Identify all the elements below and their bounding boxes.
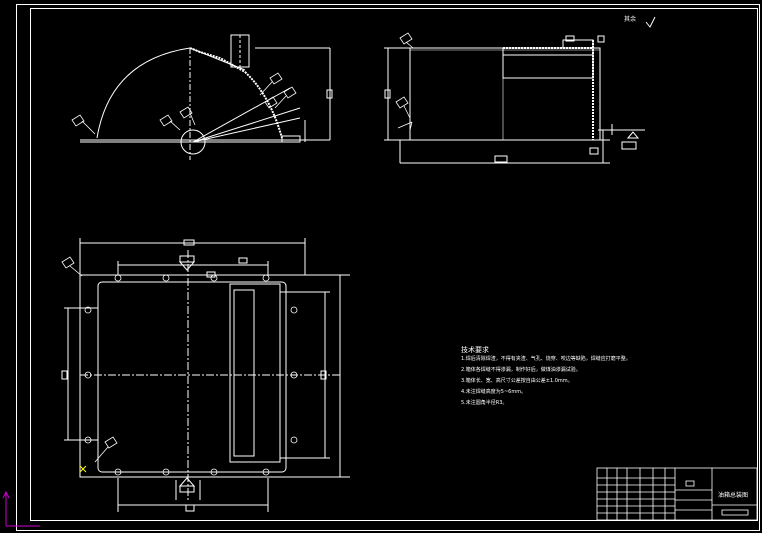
view-arc-section <box>71 34 333 160</box>
sheet-outer-border <box>16 4 760 531</box>
note-line-5: 5.未注圆角半径R3。 <box>461 400 508 406</box>
view-side-elevation <box>384 32 645 164</box>
note-line-3: 3.箱体长、宽、高尺寸公差按自由公差±1.0mm。 <box>461 378 573 384</box>
ucs-axis-icon <box>2 490 40 527</box>
bolt-holes <box>84 274 298 476</box>
surface-finish-symbol <box>645 16 656 28</box>
note-line-1: 1.焊后清除焊渣，不得有夹渣、气孔、烧穿、咬边等缺陷，焊缝应打磨平整。 <box>461 356 629 362</box>
view-plan <box>61 238 350 512</box>
surface-finish-label: 其余 <box>624 16 637 23</box>
ucs-origin-marker <box>79 465 87 473</box>
sheet-inner-frame <box>30 8 758 521</box>
technical-notes: 技术要求 1.焊后清除焊渣，不得有夹渣、气孔、烧穿、咬边等缺陷，焊缝应打磨平整。… <box>461 345 629 411</box>
note-line-4: 4.未注焊缝高度为5~6mm。 <box>461 389 527 395</box>
note-line-2: 2.箱体各焊缝不得渗漏，制作好后，做煤油渗漏试验。 <box>461 367 581 373</box>
title-block-part-name: 油箱总装图 <box>718 492 749 499</box>
notes-title: 技术要求 <box>461 346 489 354</box>
title-block <box>596 467 758 521</box>
